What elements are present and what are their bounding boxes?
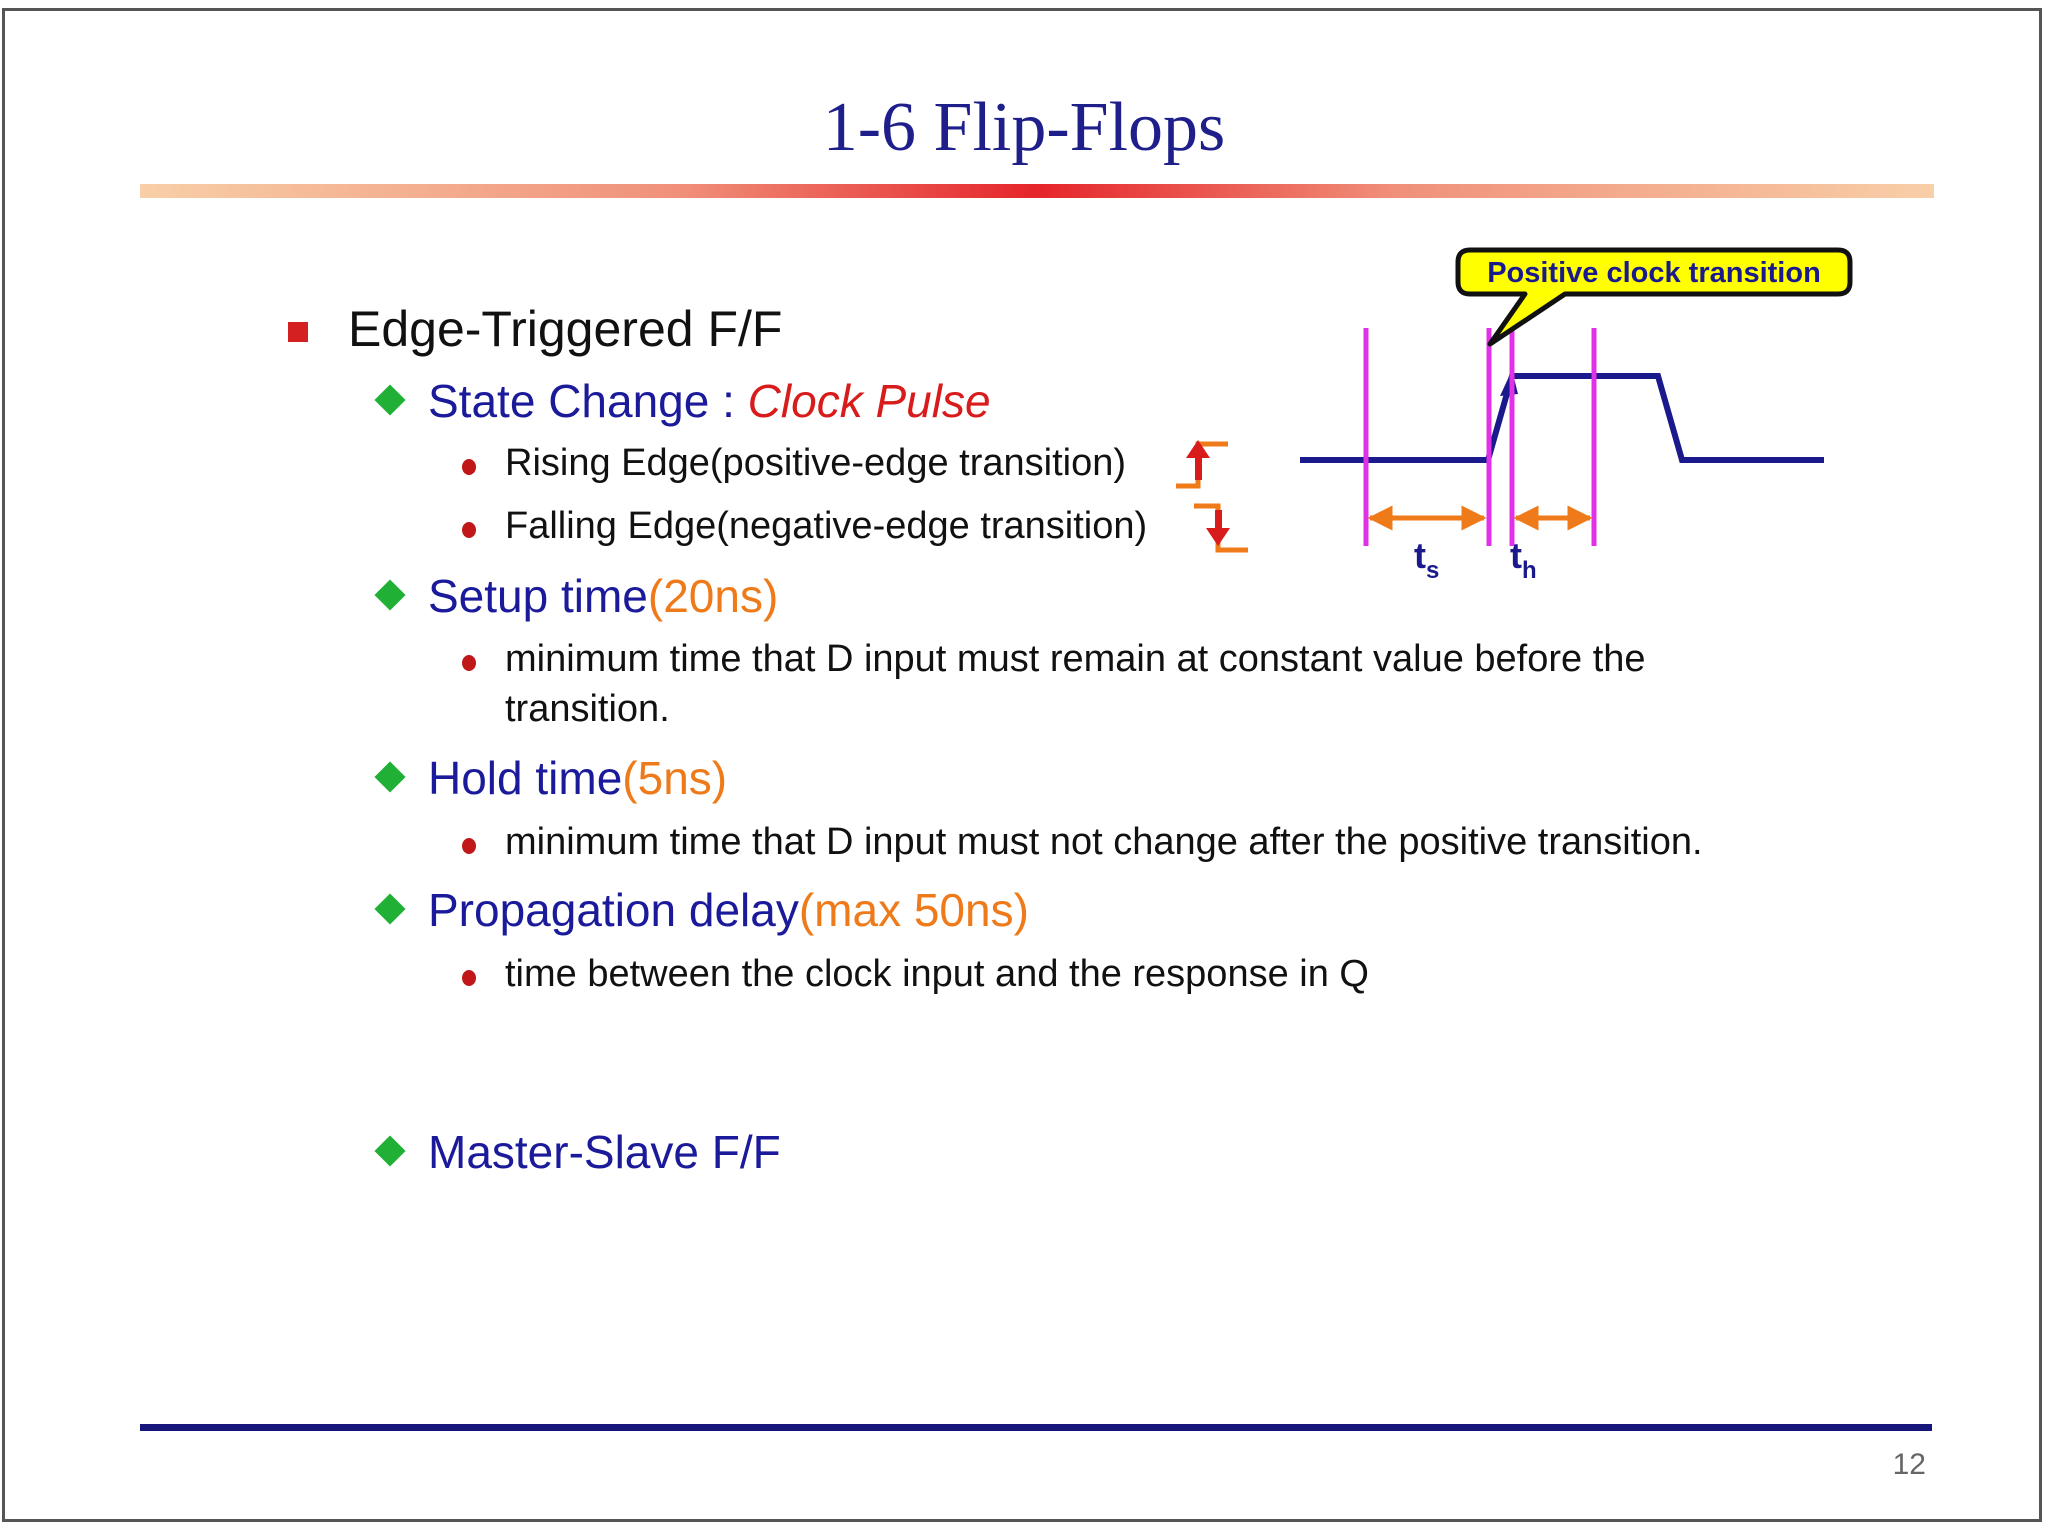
square-bullet-icon (288, 322, 308, 342)
setup-time-value: (20ns) (647, 570, 779, 622)
ts-label: ts (1414, 535, 1439, 584)
callout-bubble (1455, 247, 1853, 347)
page-number: 12 (1892, 1448, 1926, 1481)
setup-time-label: Setup time (428, 570, 648, 622)
callout-text: Positive clock transition (1487, 257, 1821, 289)
dot-bullet-icon (462, 655, 476, 671)
state-change-label: State Change : (428, 375, 748, 427)
falling-edge-icon (1194, 503, 1248, 553)
state-change-item: State Change : Clock Pulse (428, 374, 991, 428)
dot-bullet-icon (462, 522, 476, 538)
prop-delay-value: (max 50ns) (798, 884, 1029, 936)
hold-time-label: Hold time (428, 752, 623, 804)
title-underline (140, 184, 1934, 198)
state-change-value: Clock Pulse (747, 375, 991, 427)
rising-edge-item: Rising Edge(positive-edge transition) (505, 442, 1126, 484)
footer-line (140, 1424, 1932, 1431)
th-label: th (1510, 535, 1537, 584)
setup-desc-line1: minimum time that D input must remain at… (505, 638, 1646, 680)
setup-time-item: Setup time(20ns) (428, 569, 778, 623)
timing-diagram: ts th Positive clock transition (1300, 247, 1853, 584)
clock-waveform (1300, 373, 1824, 463)
rising-edge-icon (1176, 440, 1228, 489)
prop-desc: time between the clock input and the res… (505, 953, 1369, 995)
prop-delay-label: Propagation delay (428, 884, 799, 936)
master-slave-item: Master-Slave F/F (428, 1126, 781, 1178)
hold-time-value: (5ns) (622, 752, 728, 804)
dot-bullet-icon (462, 459, 476, 475)
hold-time-item: Hold time(5ns) (428, 751, 727, 805)
falling-edge-item: Falling Edge(negative-edge transition) (505, 505, 1148, 547)
prop-delay-item: Propagation delay(max 50ns) (428, 883, 1029, 937)
setup-desc-line2: transition. (505, 688, 670, 730)
hold-desc: minimum time that D input must not chang… (505, 821, 1703, 863)
heading-edge-triggered: Edge-Triggered F/F (348, 301, 783, 357)
dot-bullet-icon (462, 970, 476, 986)
slide-title: 1-6 Flip-Flops (822, 89, 1226, 166)
dot-bullet-icon (462, 838, 476, 854)
